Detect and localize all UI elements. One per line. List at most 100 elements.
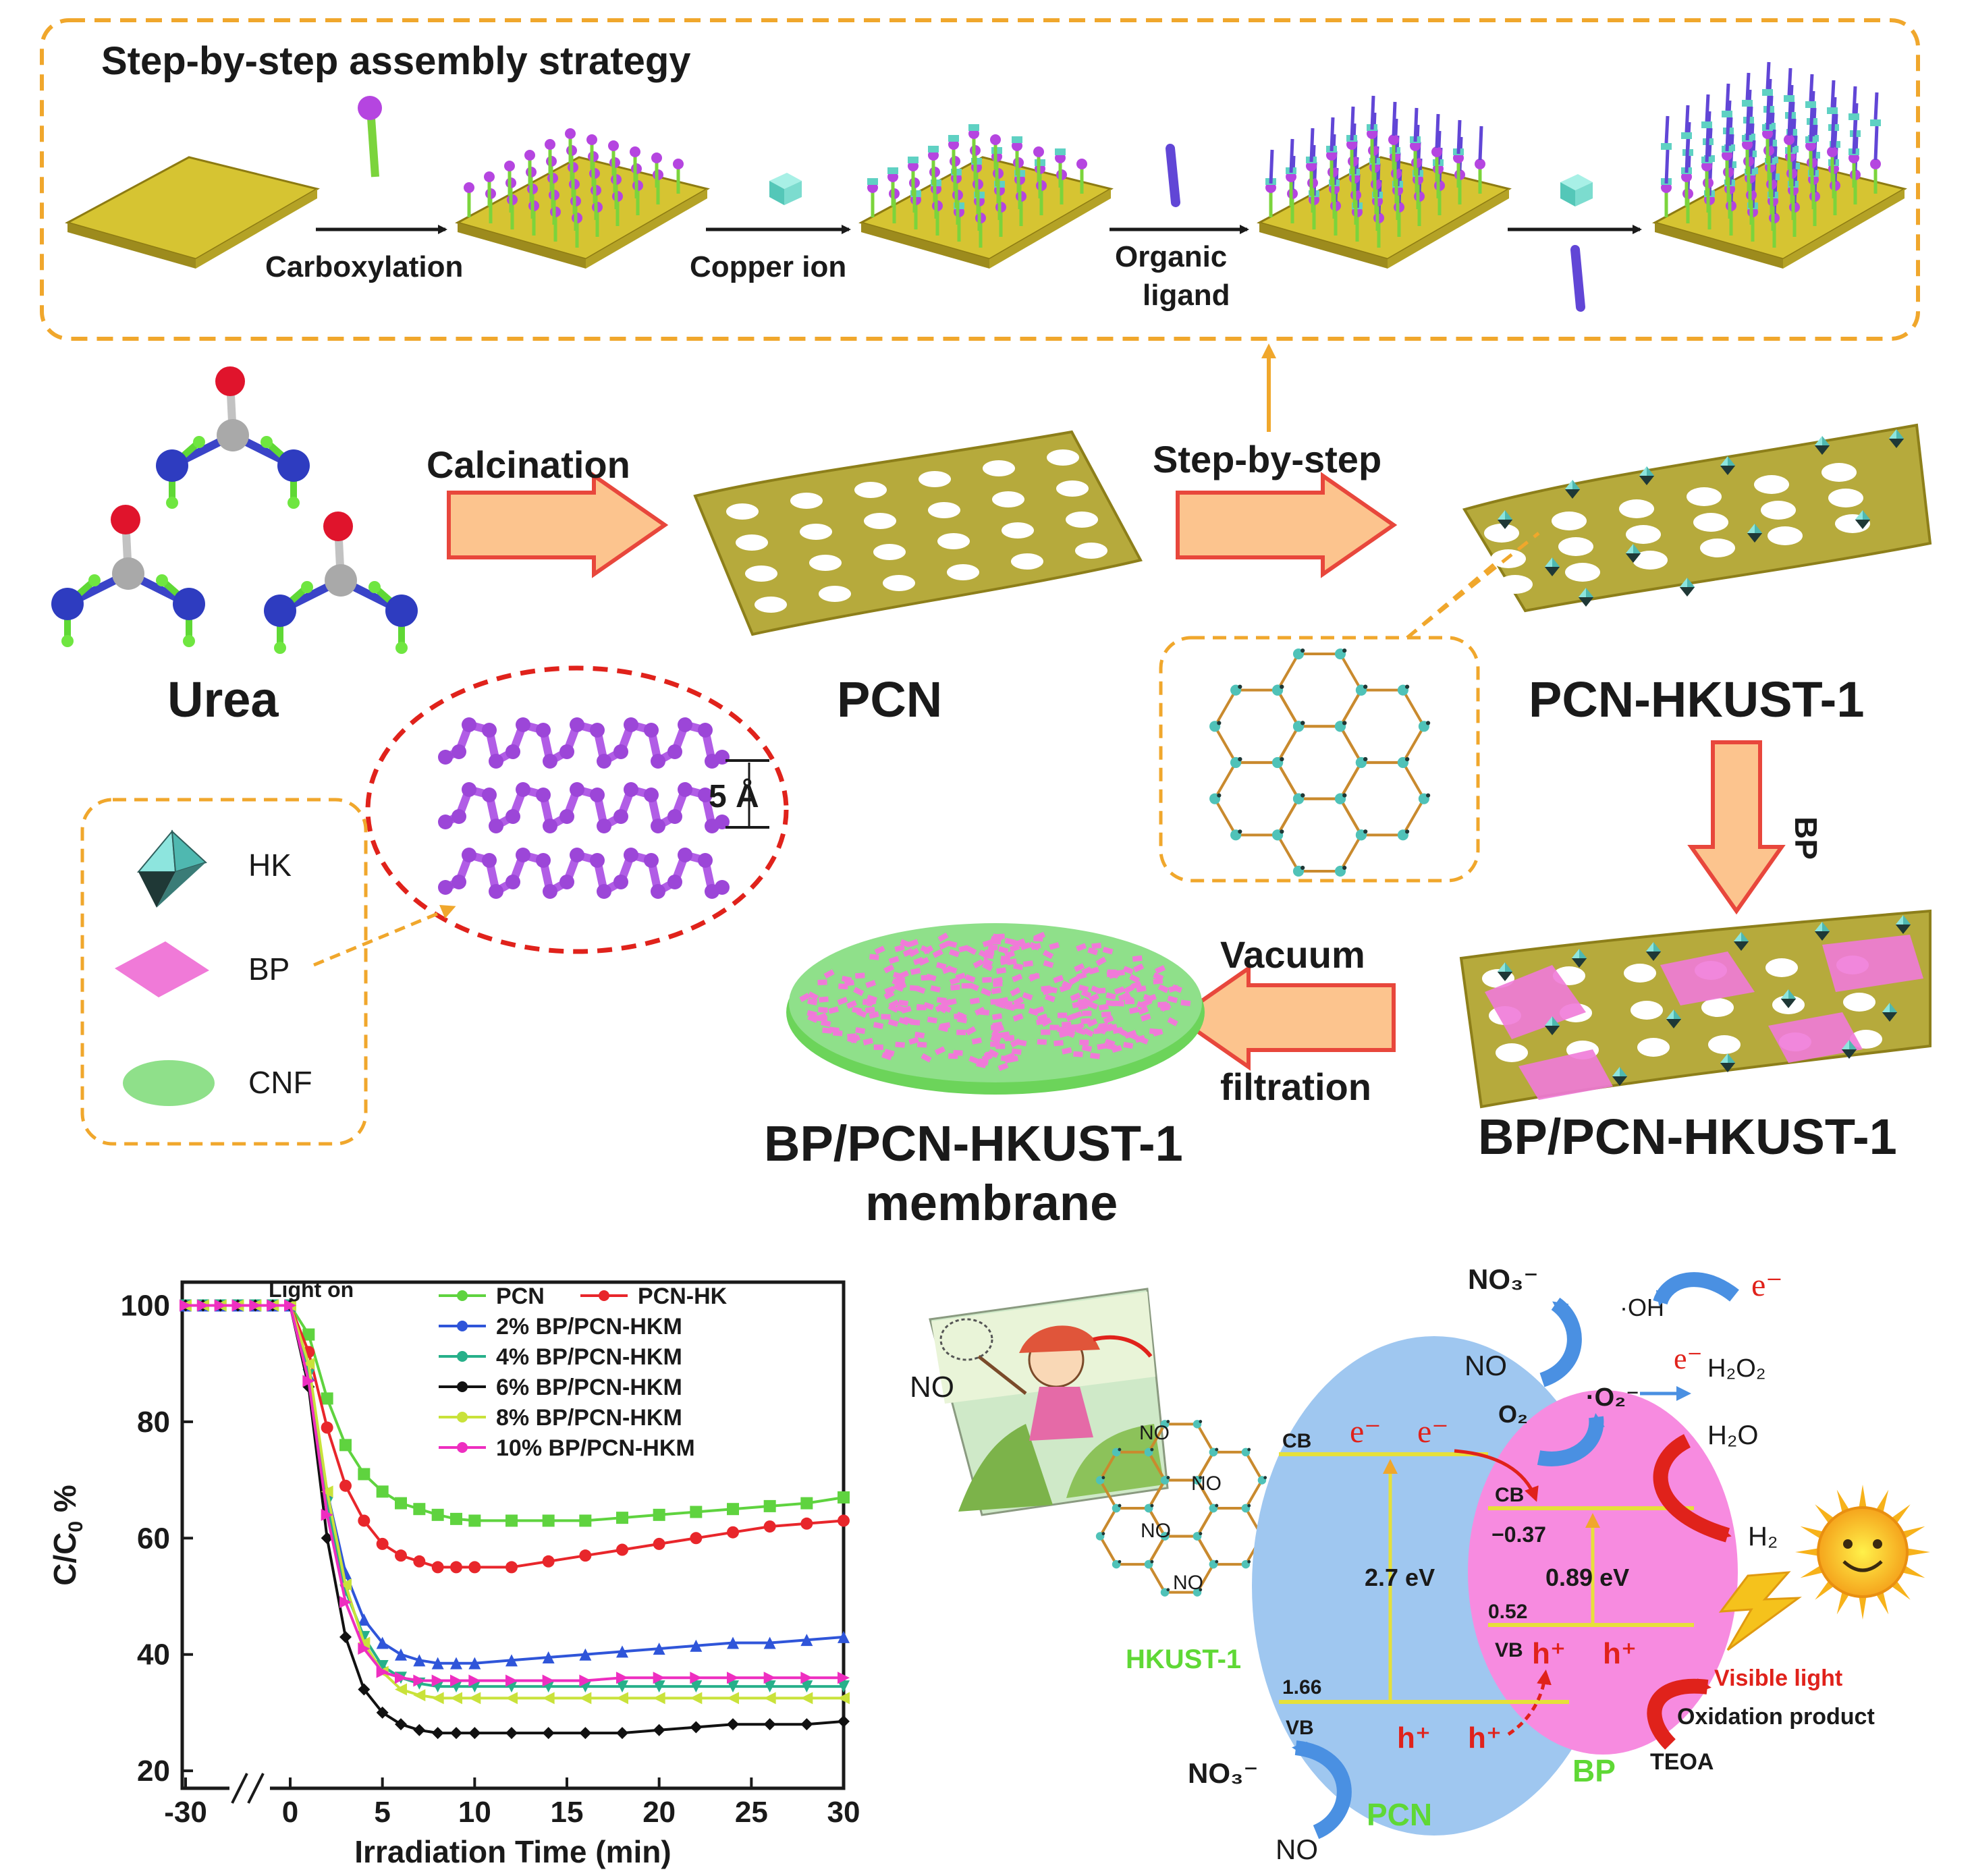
bp-flake bbox=[1101, 1012, 1112, 1018]
cage-node bbox=[1404, 757, 1410, 762]
pore bbox=[1619, 499, 1654, 518]
hk-octahedron bbox=[1612, 1067, 1620, 1078]
hk-octahedron bbox=[1647, 466, 1655, 478]
bp-flake bbox=[1008, 1055, 1019, 1063]
label-electron-h2o2: e⁻ bbox=[1674, 1342, 1703, 1375]
bp-flake bbox=[1168, 985, 1179, 993]
hk-octahedron bbox=[1497, 510, 1505, 522]
bp-flake bbox=[1128, 1006, 1140, 1014]
bp-flake bbox=[1044, 993, 1056, 1003]
phosphorus-atom bbox=[570, 782, 584, 797]
bp-flake bbox=[1103, 1015, 1114, 1024]
bp-flake bbox=[1049, 1024, 1060, 1030]
pore bbox=[1011, 553, 1043, 570]
pore bbox=[947, 564, 979, 580]
phosphorus-atom bbox=[438, 815, 453, 829]
copper-cube bbox=[968, 124, 979, 131]
ligand-rod bbox=[1350, 106, 1355, 141]
data-point bbox=[413, 1654, 426, 1667]
copper-cube bbox=[1848, 113, 1859, 120]
data-point bbox=[376, 1659, 389, 1672]
bp-flake bbox=[1010, 987, 1021, 997]
phosphorus-atom bbox=[678, 782, 692, 797]
bp-flake bbox=[884, 986, 896, 995]
data-point bbox=[505, 1561, 518, 1574]
bp-flake bbox=[1009, 1002, 1020, 1011]
label-h2o2: H₂O₂ bbox=[1707, 1354, 1766, 1383]
bp-flake bbox=[965, 1026, 977, 1036]
membrane-disc bbox=[786, 923, 1205, 1095]
data-point bbox=[800, 1634, 813, 1647]
hydrogen-atom bbox=[193, 436, 205, 448]
cage-node bbox=[1342, 721, 1347, 725]
pcn-hkust-sheet bbox=[1462, 423, 1932, 613]
bp-flake bbox=[1002, 1000, 1013, 1007]
x-tick-label: 15 bbox=[551, 1796, 584, 1829]
bp-flake bbox=[846, 1000, 857, 1009]
organic-ligand-icon bbox=[1166, 144, 1180, 207]
data-point bbox=[690, 1680, 703, 1693]
phosphorus-atom bbox=[451, 744, 466, 759]
cage-node bbox=[1280, 684, 1284, 689]
ligand-rod bbox=[1435, 113, 1440, 148]
phosphorus-atom bbox=[644, 853, 659, 868]
bp-flake bbox=[914, 985, 926, 994]
carboxyl-head bbox=[484, 171, 495, 182]
data-point bbox=[690, 1721, 703, 1734]
cage-node bbox=[1199, 1420, 1203, 1423]
water-splitting-arrow bbox=[1653, 1434, 1732, 1543]
carboxyl-head bbox=[586, 134, 597, 145]
pore bbox=[1754, 475, 1789, 494]
pore bbox=[983, 460, 1015, 476]
hk-octahedron bbox=[1780, 999, 1797, 1008]
hk-octahedron bbox=[1733, 941, 1749, 951]
hk-octahedron bbox=[1645, 942, 1653, 954]
bp-flake bbox=[916, 1041, 927, 1048]
cage-node bbox=[1101, 1476, 1105, 1480]
data-point bbox=[450, 1674, 462, 1687]
cage-node bbox=[1150, 1503, 1154, 1508]
carboxyl-head bbox=[1431, 146, 1442, 157]
cage-node bbox=[1238, 829, 1242, 834]
cage-node bbox=[1238, 757, 1242, 762]
cage-node bbox=[1217, 793, 1222, 798]
data-point bbox=[468, 1692, 481, 1705]
bp-flake bbox=[975, 1006, 986, 1016]
hk-octahedron bbox=[1625, 553, 1641, 563]
phosphorus-atom bbox=[516, 848, 530, 862]
assembly-dashed-box bbox=[40, 18, 1920, 341]
carbon-atom bbox=[112, 557, 144, 590]
phosphorus-atom bbox=[536, 853, 551, 868]
bp-flake bbox=[1153, 972, 1164, 981]
hydrogen-atom bbox=[88, 574, 101, 586]
cage-node bbox=[1118, 1560, 1122, 1564]
label-calcination: Calcination bbox=[427, 443, 630, 486]
pore bbox=[1066, 512, 1098, 528]
hk-octahedron bbox=[1895, 915, 1903, 927]
bp-flake bbox=[811, 1014, 821, 1022]
bp-flake bbox=[822, 1027, 832, 1034]
bp-flake bbox=[1155, 965, 1166, 974]
bp-flake bbox=[807, 998, 818, 1005]
cage-no-1: NO bbox=[1139, 1422, 1170, 1444]
bp-flake bbox=[818, 1007, 828, 1014]
pore bbox=[1626, 525, 1661, 544]
bp-flake bbox=[888, 999, 900, 1009]
hydrogen-atom bbox=[156, 574, 168, 586]
data-point bbox=[579, 1549, 592, 1562]
data-point bbox=[376, 1485, 389, 1498]
bp-flake bbox=[1014, 938, 1026, 947]
ligand-rod bbox=[1456, 119, 1462, 155]
copper-cube bbox=[1722, 111, 1732, 117]
copper-cube bbox=[1681, 132, 1692, 139]
hk-octahedron bbox=[1888, 439, 1905, 448]
label-superoxide: ·O₂⁻ bbox=[1586, 1383, 1639, 1412]
bp-flake bbox=[934, 1046, 946, 1055]
data-point bbox=[763, 1680, 776, 1693]
phosphorus-atom bbox=[597, 884, 611, 899]
nitrogen-atom bbox=[173, 588, 205, 620]
chart-y-axis-label: C/C0 % bbox=[47, 1485, 87, 1586]
hk-octahedron bbox=[1849, 1040, 1857, 1051]
chart-annotation-light-on: Light on bbox=[269, 1277, 354, 1302]
x-tick-label: 0 bbox=[282, 1796, 298, 1829]
